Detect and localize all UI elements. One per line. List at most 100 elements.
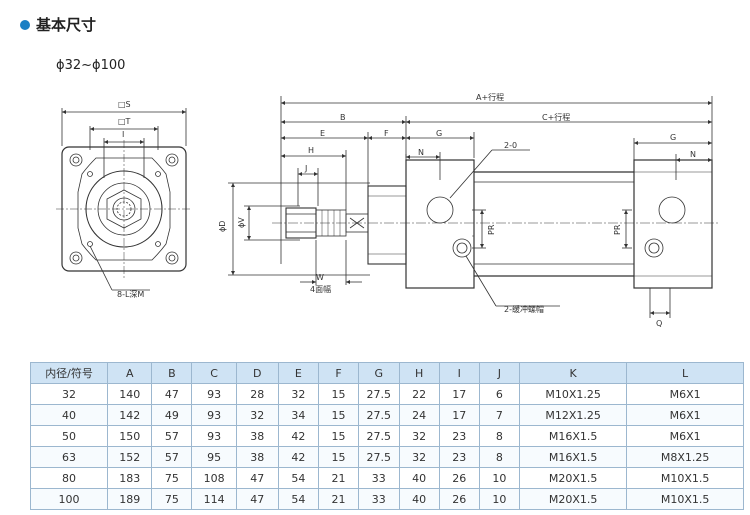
table-cell: 183 bbox=[107, 467, 153, 489]
table-cell: 33 bbox=[358, 488, 400, 510]
table-cell: M16X1.5 bbox=[518, 446, 628, 468]
table-cell: 50 bbox=[29, 425, 109, 447]
table-cell: M20X1.5 bbox=[518, 467, 628, 489]
dim-t-label: □T bbox=[118, 117, 131, 126]
table-cell: 80 bbox=[29, 467, 109, 489]
table-cell: 47 bbox=[235, 467, 279, 489]
table-cell: 34 bbox=[277, 404, 319, 426]
table-cell: 17 bbox=[438, 383, 480, 405]
table-cell: M10X1.5 bbox=[626, 488, 744, 510]
table-cell: 40 bbox=[398, 488, 440, 510]
table-cell: M6X1 bbox=[626, 404, 744, 426]
column-header: I bbox=[438, 362, 480, 384]
table-cell: 15 bbox=[317, 404, 360, 426]
table-cell: 49 bbox=[151, 404, 193, 426]
column-header: J bbox=[478, 362, 520, 384]
dim-n-label: N bbox=[418, 148, 424, 157]
column-header: C bbox=[191, 362, 237, 384]
dim-g2-label: G bbox=[670, 133, 676, 142]
table-cell: 40 bbox=[398, 467, 440, 489]
table-cell: 27.5 bbox=[358, 425, 400, 447]
bore-range: ϕ32~ϕ100 bbox=[56, 58, 126, 73]
table-cell: 152 bbox=[107, 446, 153, 468]
side-view bbox=[228, 96, 720, 318]
dim-w-label: W bbox=[316, 273, 324, 282]
table-cell: 38 bbox=[235, 425, 279, 447]
column-header: H bbox=[398, 362, 440, 384]
column-header: E bbox=[277, 362, 319, 384]
table-cell: 57 bbox=[151, 446, 193, 468]
table-cell: 140 bbox=[107, 383, 153, 405]
dim-n2-label: N bbox=[690, 150, 696, 159]
table-cell: 10 bbox=[478, 467, 520, 489]
table-cell: 28 bbox=[235, 383, 279, 405]
dim-q-label: Q bbox=[656, 319, 662, 328]
table-cell: 75 bbox=[151, 488, 193, 510]
table-cell: 15 bbox=[317, 425, 360, 447]
dim-d-label: ϕD bbox=[218, 221, 227, 232]
table-cell: 42 bbox=[277, 425, 319, 447]
table-cell: 27.5 bbox=[358, 383, 400, 405]
dim-v-label: ϕV bbox=[237, 217, 246, 228]
table-cell: 27.5 bbox=[358, 446, 400, 468]
cushion-label: 2-缓冲螺帽 bbox=[504, 304, 544, 314]
table-cell: 26 bbox=[438, 488, 480, 510]
section-heading: 基本尺寸 bbox=[20, 14, 96, 35]
table-cell: 17 bbox=[438, 404, 480, 426]
column-header: B bbox=[151, 362, 193, 384]
dim-g-label: G bbox=[436, 129, 442, 138]
table-cell: 26 bbox=[438, 467, 480, 489]
dim-pr2-label: PR bbox=[613, 224, 622, 235]
table-cell: M6X1 bbox=[626, 383, 744, 405]
column-header: A bbox=[107, 362, 153, 384]
bullet-icon bbox=[20, 19, 30, 30]
table-cell: M12X1.25 bbox=[518, 404, 628, 426]
dim-f-label: F bbox=[384, 129, 389, 138]
table-cell: 47 bbox=[151, 383, 193, 405]
table-cell: 8 bbox=[478, 425, 520, 447]
table-cell: 93 bbox=[191, 383, 237, 405]
table-cell: 100 bbox=[29, 488, 109, 510]
column-header: G bbox=[358, 362, 400, 384]
column-header: K bbox=[518, 362, 628, 384]
column-header: L bbox=[626, 362, 744, 384]
front-view bbox=[56, 108, 192, 291]
table-cell: 63 bbox=[29, 446, 109, 468]
table-cell: M10X1.5 bbox=[626, 467, 744, 489]
table-cell: 27.5 bbox=[358, 404, 400, 426]
table-cell: M20X1.5 bbox=[518, 488, 628, 510]
table-cell: 47 bbox=[235, 488, 279, 510]
table-cell: 21 bbox=[317, 467, 360, 489]
table-cell: 38 bbox=[235, 446, 279, 468]
table-cell: 95 bbox=[191, 446, 237, 468]
table-cell: M6X1 bbox=[626, 425, 744, 447]
port-label: 2-0 bbox=[504, 141, 517, 150]
column-header: 内径/符号 bbox=[29, 362, 109, 384]
dim-pr-label: PR bbox=[487, 224, 496, 235]
column-header: F bbox=[317, 362, 360, 384]
dim-e-label: E bbox=[320, 129, 325, 138]
bolt-note: 8-L深M bbox=[117, 290, 144, 299]
table-cell: 42 bbox=[277, 446, 319, 468]
table-cell: 54 bbox=[277, 488, 319, 510]
table-cell: 75 bbox=[151, 467, 193, 489]
table-cell: 93 bbox=[191, 404, 237, 426]
dim-a-label: A+行程 bbox=[476, 92, 504, 102]
table-cell: 142 bbox=[107, 404, 153, 426]
table-cell: 6 bbox=[478, 383, 520, 405]
table-cell: 8 bbox=[478, 446, 520, 468]
table-cell: 54 bbox=[277, 467, 319, 489]
table-cell: 32 bbox=[29, 383, 109, 405]
table-cell: 40 bbox=[29, 404, 109, 426]
dim-h-label: H bbox=[308, 146, 314, 155]
table-cell: 93 bbox=[191, 425, 237, 447]
table-cell: M8X1.25 bbox=[626, 446, 744, 468]
table-cell: 24 bbox=[398, 404, 440, 426]
dim-s-label: □S bbox=[118, 100, 131, 109]
